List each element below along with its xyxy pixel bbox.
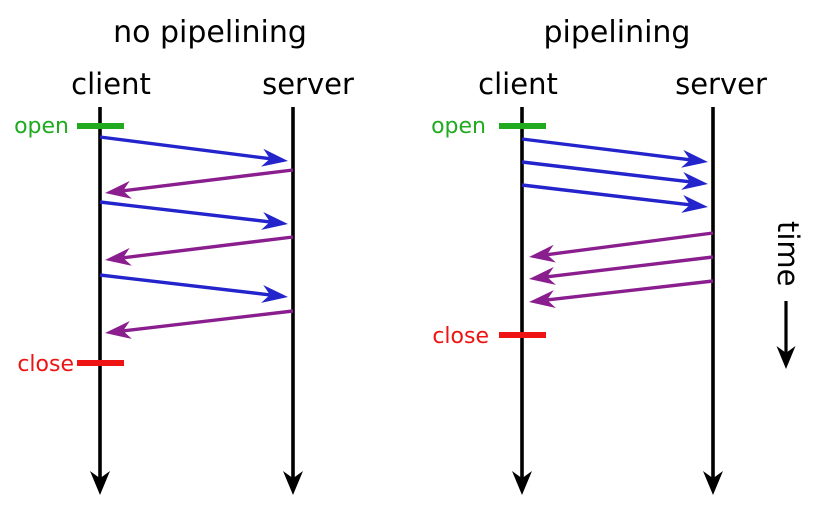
panel-title: no pipelining (113, 15, 307, 50)
request-arrow-2 (521, 160, 708, 190)
open-label: open (14, 114, 69, 139)
client-timeline (90, 107, 110, 495)
time-direction-arrow (776, 301, 796, 369)
server-timeline (283, 107, 303, 495)
request-arrow-1 (521, 137, 708, 168)
server-label: server (675, 67, 767, 101)
response-arrow-2 (105, 235, 294, 266)
client-label: client (478, 67, 558, 101)
response-arrow-1 (529, 231, 714, 263)
response-arrow-1 (105, 168, 294, 199)
client-label: client (71, 67, 151, 101)
response-arrow-2 (529, 255, 714, 285)
request-arrow-2 (99, 200, 288, 230)
response-arrow-3 (529, 279, 714, 308)
panel-no-pipelining: no pipelining client server open close (14, 15, 354, 495)
server-label: server (262, 67, 354, 101)
request-arrow-1 (99, 135, 288, 167)
panel-title: pipelining (544, 15, 691, 50)
close-label: close (432, 324, 489, 349)
close-label: close (17, 352, 74, 377)
response-arrow-3 (105, 309, 294, 339)
open-label: open (431, 114, 486, 139)
panel-pipelining: pipelining client server open close (431, 15, 767, 495)
client-timeline (512, 107, 532, 495)
server-timeline (703, 107, 723, 495)
request-arrow-3 (521, 183, 708, 213)
time-axis: time (771, 221, 805, 369)
time-axis-label: time (771, 221, 805, 287)
request-arrow-3 (99, 273, 288, 303)
